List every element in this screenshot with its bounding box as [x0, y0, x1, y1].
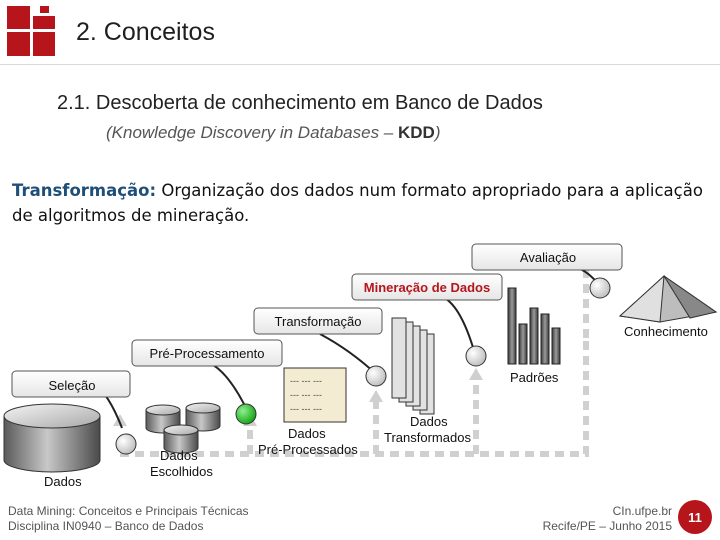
- step-preprocessamento-label: Pré-Processamento: [150, 346, 265, 361]
- chosen-data-icon: [145, 402, 221, 454]
- node-mineracao: [465, 345, 487, 367]
- page-title: 2. Conceitos: [76, 18, 215, 46]
- label-dados-transformados-2: Transformados: [384, 430, 471, 445]
- label-dados-preprocessados-1: Dados: [288, 426, 326, 441]
- database-icon: [3, 403, 101, 473]
- cin-logo: [7, 6, 55, 56]
- node-transformacao: [365, 365, 387, 387]
- kdd-acronym: KDD: [397, 123, 435, 142]
- label-dados-transformados-1: Dados: [410, 414, 448, 429]
- node-avaliacao: [589, 277, 611, 299]
- label-dados-preprocessados-2: Pré-Processados: [258, 442, 358, 457]
- label-dados-escolhidos-1: Dados: [160, 448, 198, 463]
- node-preprocessamento-active: [235, 403, 257, 425]
- process-nodes: [115, 277, 611, 455]
- step-avaliacao-label: Avaliação: [520, 250, 576, 265]
- footer-left-line1: Data Mining: Conceitos e Principais Técn…: [8, 504, 249, 518]
- title-divider: [0, 64, 720, 65]
- step-transformacao: Transformação: [253, 307, 383, 335]
- node-selecao: [115, 433, 137, 455]
- step-selecao: Seleção: [11, 370, 131, 398]
- label-dados: Dados: [44, 474, 82, 489]
- patterns-bars-icon: [507, 287, 561, 365]
- doc-line-2: --- --- ---: [290, 390, 322, 400]
- kdd-process-diagram: Seleção Pré-Processamento Transformação …: [3, 243, 718, 489]
- step-transformacao-label: Transformação: [275, 314, 362, 329]
- page-number-badge: 11: [678, 500, 712, 534]
- label-padroes: Padrões: [510, 370, 559, 385]
- section-heading: 2.1. Descoberta de conhecimento em Banco…: [57, 92, 543, 114]
- step-avaliacao: Avaliação: [471, 243, 623, 271]
- footer-course-info: Data Mining: Conceitos e Principais Técn…: [8, 504, 249, 534]
- preprocessed-document-icon: --- --- --- --- --- --- --- --- ---: [283, 367, 347, 423]
- footer-institution-info: CIn.ufpe.br Recife/PE – Junho 2015: [543, 504, 672, 534]
- step-preprocessamento: Pré-Processamento: [131, 339, 283, 367]
- definition-term: Transformação:: [12, 181, 157, 200]
- label-dados-escolhidos-2: Escolhidos: [150, 464, 213, 479]
- footer-right-line1: CIn.ufpe.br: [612, 504, 672, 518]
- footer-left-line2: Disciplina IN0940 – Banco de Dados: [8, 519, 204, 533]
- transformed-data-icon: [391, 317, 435, 415]
- section-heading-english: (Knowledge Discovery in Databases – KDD): [106, 123, 441, 143]
- label-conhecimento: Conhecimento: [624, 324, 708, 339]
- step-mineracao: Mineração de Dados: [351, 273, 503, 301]
- subtitle-en-suffix: ): [434, 123, 441, 142]
- definition-text: Organização dos dados num formato apropr…: [12, 181, 703, 225]
- footer-right-line2: Recife/PE – Junho 2015: [542, 519, 672, 533]
- step-mineracao-label: Mineração de Dados: [364, 280, 490, 295]
- step-selecao-label: Seleção: [49, 378, 96, 393]
- subtitle-en-prefix: (Knowledge Discovery in Databases –: [106, 123, 398, 142]
- doc-line-1: --- --- ---: [290, 376, 322, 386]
- doc-line-3: --- --- ---: [290, 404, 322, 414]
- knowledge-pyramid-icon: [618, 274, 718, 323]
- definition-paragraph: Transformação: Organização dos dados num…: [12, 178, 712, 228]
